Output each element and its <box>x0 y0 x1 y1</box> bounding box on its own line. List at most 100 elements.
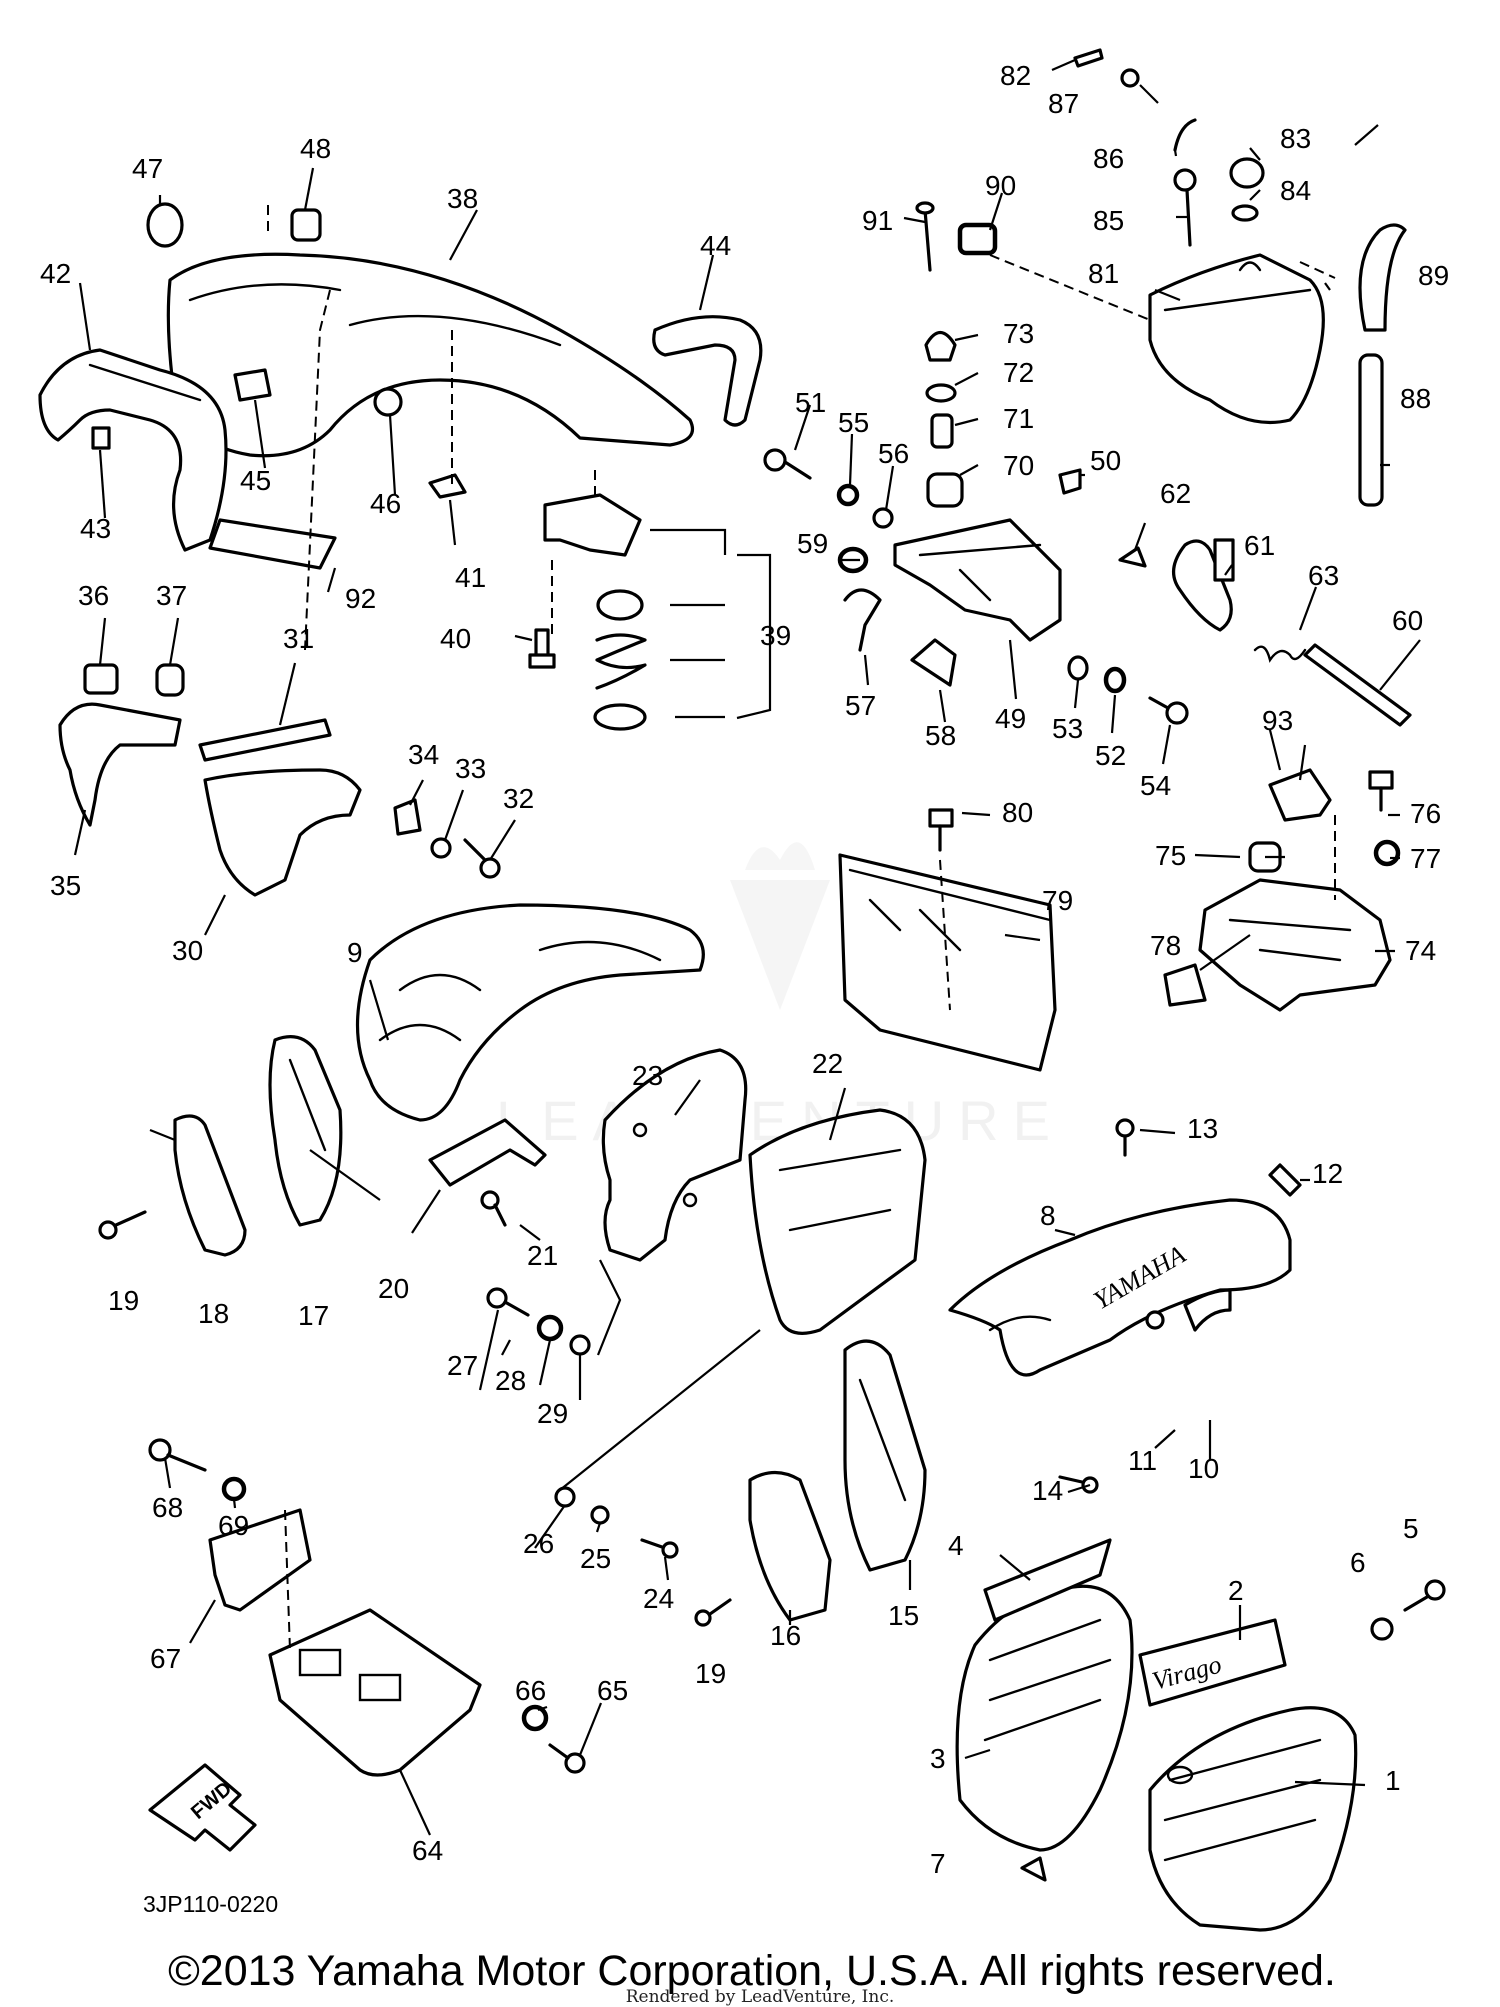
callout-1: 1 <box>1385 1765 1401 1796</box>
callout-9: 9 <box>347 937 363 968</box>
callout-59: 59 <box>797 528 828 559</box>
part-87-clip <box>1120 68 1140 88</box>
callout-6: 6 <box>1350 1547 1366 1578</box>
part-4-label <box>983 1538 1112 1622</box>
callout-5: 5 <box>1403 1513 1419 1544</box>
part-71-spacer <box>930 413 954 449</box>
part-18-side-panel <box>173 1114 247 1257</box>
part-40-bolt <box>528 628 556 669</box>
callout-83: 83 <box>1280 123 1311 154</box>
callout-87: 87 <box>1048 88 1079 119</box>
part-53-washer <box>1067 655 1089 681</box>
part-20-bracket <box>428 1118 547 1187</box>
callout-18: 18 <box>198 1298 229 1329</box>
callout-85: 85 <box>1093 205 1124 236</box>
part-74-bracket <box>1198 878 1392 1012</box>
part-80-bolt <box>928 808 954 852</box>
part-8-side-cover: YAMAHA <box>948 1198 1292 1377</box>
part-66-nut <box>521 1704 549 1732</box>
callout-2: 2 <box>1228 1575 1244 1606</box>
part-51-bolt <box>763 448 812 480</box>
callout-64: 64 <box>412 1835 443 1866</box>
callout-41: 41 <box>455 562 486 593</box>
part-12-clip <box>1268 1163 1302 1197</box>
part-62-clip <box>1118 546 1147 568</box>
part-44-handle <box>652 315 763 427</box>
callout-25: 25 <box>580 1543 611 1574</box>
callout-61: 61 <box>1244 530 1275 561</box>
callout-65: 65 <box>597 1675 628 1706</box>
callout-17: 17 <box>298 1300 329 1331</box>
callout-36: 36 <box>78 580 109 611</box>
part-3-side-cover <box>955 1584 1134 1852</box>
callout-53: 53 <box>1052 713 1083 744</box>
callout-35: 35 <box>50 870 81 901</box>
leader-lines <box>73 58 1421 1836</box>
callout-29: 29 <box>537 1398 568 1429</box>
part-47-cap <box>146 202 184 248</box>
part-55-nut <box>836 483 860 507</box>
part-83-cap <box>1229 157 1265 189</box>
callout-93: 93 <box>1262 705 1293 736</box>
part-92-pad <box>208 518 337 570</box>
callout-13: 13 <box>1187 1113 1218 1144</box>
part-10-reflector <box>1183 1288 1232 1332</box>
part-29-washer <box>569 1334 591 1356</box>
callout-48: 48 <box>300 133 331 164</box>
callout-49: 49 <box>995 703 1026 734</box>
callout-78: 78 <box>1150 930 1181 961</box>
callout-43: 43 <box>80 513 111 544</box>
diagram-code: 3JP110-0220 <box>143 1891 278 1917</box>
callout-81: 81 <box>1088 258 1119 289</box>
part-72-washer <box>925 383 957 403</box>
part-90-bushing <box>957 222 998 256</box>
callout-27: 27 <box>447 1350 478 1381</box>
callout-20: 20 <box>378 1273 409 1304</box>
callout-67: 67 <box>150 1643 181 1674</box>
part-60-shaft <box>1303 643 1412 727</box>
part-63-spring <box>1253 645 1307 663</box>
part-37-damper <box>155 663 185 697</box>
part-78-plate <box>1163 963 1207 1007</box>
part-52-nut <box>1103 666 1127 694</box>
callout-labels: 1 2 3 4 5 6 7 8 9 10 11 12 13 14 15 16 1… <box>40 60 1449 1879</box>
callout-74: 74 <box>1405 935 1436 966</box>
callout-30: 30 <box>172 935 203 966</box>
part-33-washer <box>430 837 452 859</box>
part-45-pad <box>233 368 272 402</box>
part-30-cover <box>203 768 362 897</box>
callout-16: 16 <box>770 1620 801 1651</box>
part-48-grommet <box>290 208 322 242</box>
part-88-hose <box>1358 353 1384 507</box>
part-54-bolt <box>1148 696 1189 725</box>
callout-19a: 19 <box>108 1285 139 1316</box>
part-9-frame-cover <box>355 903 705 1122</box>
part-11-washer <box>1145 1310 1165 1330</box>
callout-45: 45 <box>240 465 271 496</box>
part-57-hinge <box>843 588 882 652</box>
part-22-panel <box>748 1108 927 1335</box>
callout-50: 50 <box>1090 445 1121 476</box>
part-35-hinge <box>58 702 182 827</box>
callout-11: 11 <box>1128 1445 1157 1476</box>
callout-89: 89 <box>1418 260 1449 291</box>
part-2-emblem: Virago <box>1138 1618 1287 1707</box>
callout-34: 34 <box>408 739 439 770</box>
part-28-nut <box>536 1314 564 1342</box>
part-16-side-lid <box>748 1470 832 1622</box>
callout-38: 38 <box>447 183 478 214</box>
part-42-grab-bar <box>38 348 228 552</box>
part-84-seal <box>1231 204 1259 222</box>
part-15-side-lid <box>843 1339 927 1572</box>
callout-33: 33 <box>455 753 486 784</box>
part-56-washer <box>872 507 894 529</box>
part-43-clip <box>91 426 111 450</box>
part-58-plate <box>910 638 957 687</box>
callout-79: 79 <box>1042 885 1073 916</box>
part-17-side-panel <box>268 1035 343 1227</box>
part-93-cushion <box>1268 768 1332 822</box>
callout-66: 66 <box>515 1675 546 1706</box>
callout-92: 92 <box>345 583 376 614</box>
callout-54: 54 <box>1140 770 1171 801</box>
part-7-clip <box>1020 1856 1047 1882</box>
